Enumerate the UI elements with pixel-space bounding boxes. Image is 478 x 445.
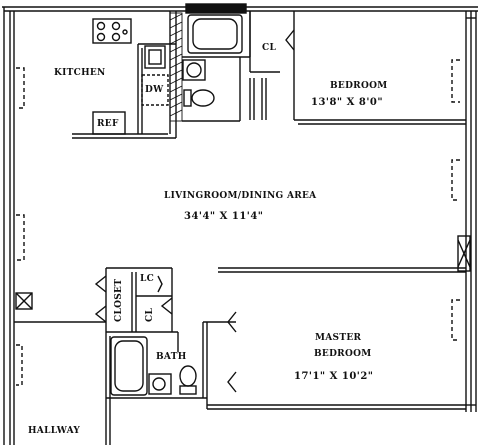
closet-linen-label: CLOSET: [114, 278, 124, 322]
column-left: [15, 292, 33, 310]
wall-living-master: [218, 267, 466, 273]
closet-small-label: CL: [145, 307, 155, 322]
wall-bedroom-living: [294, 119, 466, 125]
toilet-top-bath: [183, 89, 215, 107]
toilet-bottom-bath: [179, 365, 197, 395]
hatched-chase: [169, 12, 183, 122]
exterior-wall-right: [465, 11, 477, 412]
bedroom-door-left: [249, 78, 255, 120]
closet-top-walls: [249, 11, 295, 120]
exterior-wall-left: [3, 7, 15, 445]
closet-block-walls: [94, 267, 173, 332]
dishwasher-label: DW: [145, 85, 164, 95]
bathtub-bottom: [110, 336, 148, 396]
bath-label: BATH: [156, 352, 187, 362]
bathtub-top: [187, 14, 243, 54]
stove: [92, 18, 132, 44]
dishwasher-box: [141, 74, 169, 106]
sink-top-bath: [182, 59, 206, 81]
exterior-wall-top: [2, 3, 478, 14]
refrigerator-box: [92, 111, 126, 135]
bedroom-dimensions: 13'8" X 8'0": [311, 97, 384, 108]
refrigerator-label: REF: [97, 119, 119, 129]
master-dimensions: 17'1" X 10'2": [294, 371, 374, 382]
sink-bottom-bath: [148, 373, 172, 395]
hallway-label: HALLWAY: [28, 426, 81, 436]
column: [457, 235, 471, 272]
living-dimensions: 34'4" X 11'4": [184, 211, 264, 222]
bedroom-label: BEDROOM: [330, 81, 388, 91]
radiator-marks-right: [451, 59, 460, 341]
master-label: MASTER: [315, 333, 362, 343]
master-doors: [227, 311, 237, 393]
kitchen-label: KITCHEN: [54, 68, 106, 78]
living-label: LIVINGROOM/DINING AREA: [164, 191, 317, 201]
bath-walls: [105, 321, 236, 445]
master-label-2: BEDROOM: [314, 349, 372, 359]
radiator-marks-left: [16, 67, 25, 386]
top-bath-walls: [182, 11, 251, 122]
closet-small-top-label: LC: [140, 274, 155, 284]
sink: [144, 45, 166, 69]
closet-top-label: CL: [262, 43, 277, 53]
